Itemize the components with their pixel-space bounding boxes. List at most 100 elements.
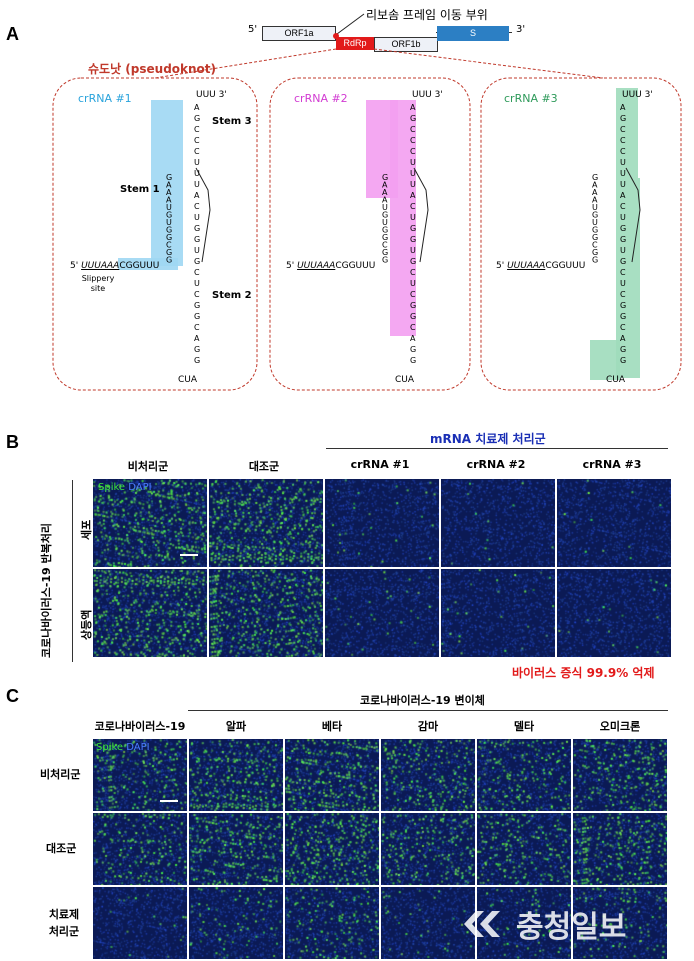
- five-seq-3: 5' UUUAAACGGUUU: [496, 261, 586, 271]
- stem2-label: Stem 2: [212, 290, 252, 301]
- micrograph-tile: [572, 812, 668, 886]
- b-col-4: crRNA #3: [582, 458, 642, 471]
- nucleotide: G: [620, 224, 626, 233]
- nucleotide: U: [194, 169, 200, 178]
- nucleotide: G: [194, 114, 200, 123]
- nucleotide: U: [620, 246, 626, 255]
- nucleotide: G: [592, 211, 598, 220]
- c-scale-bar: [160, 800, 178, 802]
- b-col-1: 대조군: [248, 460, 280, 473]
- nucleotide: G: [194, 235, 200, 244]
- nucleotide: G: [382, 226, 388, 235]
- b-row-line: [72, 480, 73, 662]
- c-col-0: 코로나바이러스-19: [94, 720, 186, 733]
- b-row-super: 코로나바이러스-19 반복처리: [40, 522, 53, 658]
- nucleotide: A: [410, 191, 416, 200]
- nucleotide: A: [194, 191, 200, 200]
- c-col-1: 알파: [225, 720, 247, 733]
- nucleotide: C: [620, 147, 626, 156]
- nucleotide: U: [410, 213, 416, 222]
- nucleotide: U: [592, 218, 598, 227]
- c-col-3: 감마: [417, 720, 439, 733]
- orf1a-label: ORF1a: [284, 28, 314, 38]
- variant-header: 코로나바이러스-19 변이체: [360, 694, 485, 707]
- nucleotide: U: [620, 180, 626, 189]
- nucleotide: G: [166, 226, 172, 235]
- c-col-5: 오미크론: [599, 720, 641, 733]
- b-scale-bar: [180, 554, 198, 556]
- nucleotide: C: [410, 268, 416, 277]
- mrna-group-label: mRNA 치료제 처리군: [430, 432, 546, 446]
- nucleotide: C: [194, 323, 200, 332]
- orf1b-box: ORF1b: [374, 37, 438, 52]
- nucleotide: G: [382, 256, 388, 265]
- frameshift-site-label: 리보솜 프레임 이동 부위: [366, 8, 488, 22]
- nucleotide: C: [194, 268, 200, 277]
- nucleotide: C: [620, 323, 626, 332]
- nucleotide: G: [166, 211, 172, 220]
- nucleotide: C: [620, 125, 626, 134]
- nucleotide: G: [410, 114, 416, 123]
- nucleotide: C: [166, 241, 172, 250]
- b-legend: Spike DAPI: [98, 482, 152, 493]
- s-box: S: [437, 26, 509, 41]
- nucleotide: G: [166, 256, 172, 265]
- nucleotide: A: [382, 181, 388, 190]
- nucleotide: A: [620, 334, 626, 343]
- nucleotide: G: [194, 301, 200, 310]
- nucleotide: G: [620, 257, 626, 266]
- micrograph-tile: [324, 568, 440, 658]
- nucleotide: G: [410, 235, 416, 244]
- s-label: S: [469, 28, 476, 38]
- nucleotide: G: [410, 257, 416, 266]
- c-col-4: 델타: [513, 720, 535, 733]
- b-caption: 바이러스 증식 99.9% 억제: [512, 666, 655, 680]
- nucleotide: A: [382, 188, 388, 197]
- slippery-site-label: Slippery site: [81, 274, 115, 293]
- nucleotide: G: [194, 356, 200, 365]
- c-row-2: 치료제 처리군: [48, 908, 80, 938]
- nucleotide: G: [382, 173, 388, 182]
- nucleotide: U: [166, 203, 172, 212]
- micrograph-tile: [208, 478, 324, 568]
- nucleotide: U: [410, 180, 416, 189]
- nucleotide: G: [166, 233, 172, 242]
- nucleotide: C: [620, 268, 626, 277]
- mrna-group-line: [326, 448, 668, 449]
- b-col-0: 비처리군: [127, 460, 169, 473]
- nucleotide: G: [620, 345, 626, 354]
- crrna2-label: crRNA #2: [294, 92, 348, 105]
- nucleotide: A: [620, 103, 626, 112]
- uuu3-3: UUU 3': [622, 90, 653, 100]
- nucleotide: U: [410, 158, 416, 167]
- nucleotide: C: [410, 136, 416, 145]
- crrna1-label: crRNA #1: [78, 92, 132, 105]
- nucleotide: G: [382, 233, 388, 242]
- micrograph-tile: [556, 478, 672, 568]
- c-col-2: 베타: [321, 720, 343, 733]
- stem3-label: Stem 3: [212, 116, 252, 127]
- micrograph-tile: [188, 812, 284, 886]
- nucleotide: C: [410, 125, 416, 134]
- nucleotide: C: [410, 290, 416, 299]
- micrograph-tile: [572, 886, 668, 960]
- nucleotide: G: [592, 233, 598, 242]
- nucleotide: C: [410, 202, 416, 211]
- nucleotide: U: [410, 169, 416, 178]
- nucleotide: G: [194, 257, 200, 266]
- nucleotide: A: [194, 103, 200, 112]
- nucleotide: U: [194, 213, 200, 222]
- rdrp-box: RdRp: [336, 37, 374, 50]
- panel-c-letter: C: [6, 686, 19, 706]
- micrograph-tile: [92, 568, 208, 658]
- stem1-label: Stem 1: [120, 184, 160, 195]
- nucleotide: G: [410, 356, 416, 365]
- micrograph-tile: [380, 812, 476, 886]
- rdrp-label: RdRp: [343, 38, 367, 48]
- micrograph-tile: [440, 568, 556, 658]
- nucleotide: C: [410, 147, 416, 156]
- nucleotide: C: [194, 136, 200, 145]
- variant-line: [188, 710, 668, 711]
- micrograph-tile: [380, 738, 476, 812]
- nucleotide: G: [166, 248, 172, 257]
